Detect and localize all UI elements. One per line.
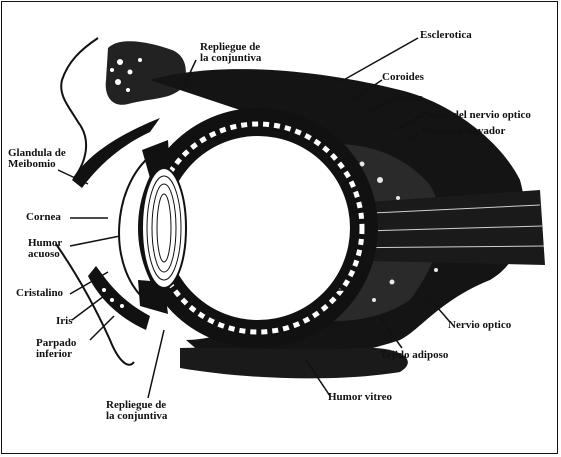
label-esclerotica: Esclerotica bbox=[420, 30, 472, 41]
label-retina: Retina bbox=[392, 93, 423, 104]
orbital-bone-bottom bbox=[180, 348, 408, 379]
label-musculo: Musculo elevador bbox=[422, 126, 505, 137]
label-tejido-adiposo: Tejido adiposo bbox=[380, 350, 448, 361]
label-papila: Papila del nervio optico bbox=[420, 110, 531, 121]
label-nervio-optico: Nervio optico bbox=[448, 320, 511, 331]
label-coroides: Coroides bbox=[382, 72, 424, 83]
label-humor-vitreo: Humor vitreo bbox=[328, 392, 392, 403]
vitreous-humor bbox=[166, 136, 350, 320]
label-cristalino: Cristalino bbox=[16, 288, 63, 299]
label-iris: Iris bbox=[56, 316, 73, 327]
lens bbox=[142, 168, 186, 288]
label-cornea: Cornea bbox=[26, 212, 61, 223]
orbital-bone-top bbox=[106, 41, 186, 105]
